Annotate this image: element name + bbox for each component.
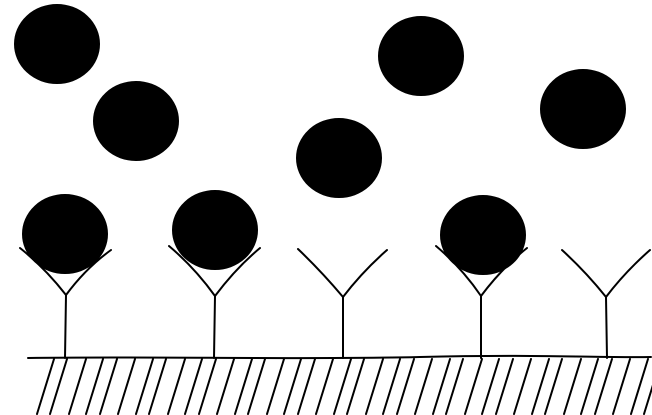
- receptor-stem: [214, 296, 215, 358]
- bound-ball: [23, 195, 107, 273]
- receptor-stem: [606, 297, 607, 358]
- bound-ball: [441, 196, 525, 274]
- bound-ball: [173, 191, 257, 269]
- free-ball: [297, 119, 381, 197]
- free-ball: [94, 82, 178, 160]
- free-ball: [379, 17, 463, 95]
- receptor-stem: [65, 295, 66, 358]
- free-ball: [541, 70, 625, 148]
- free-ball: [15, 5, 99, 83]
